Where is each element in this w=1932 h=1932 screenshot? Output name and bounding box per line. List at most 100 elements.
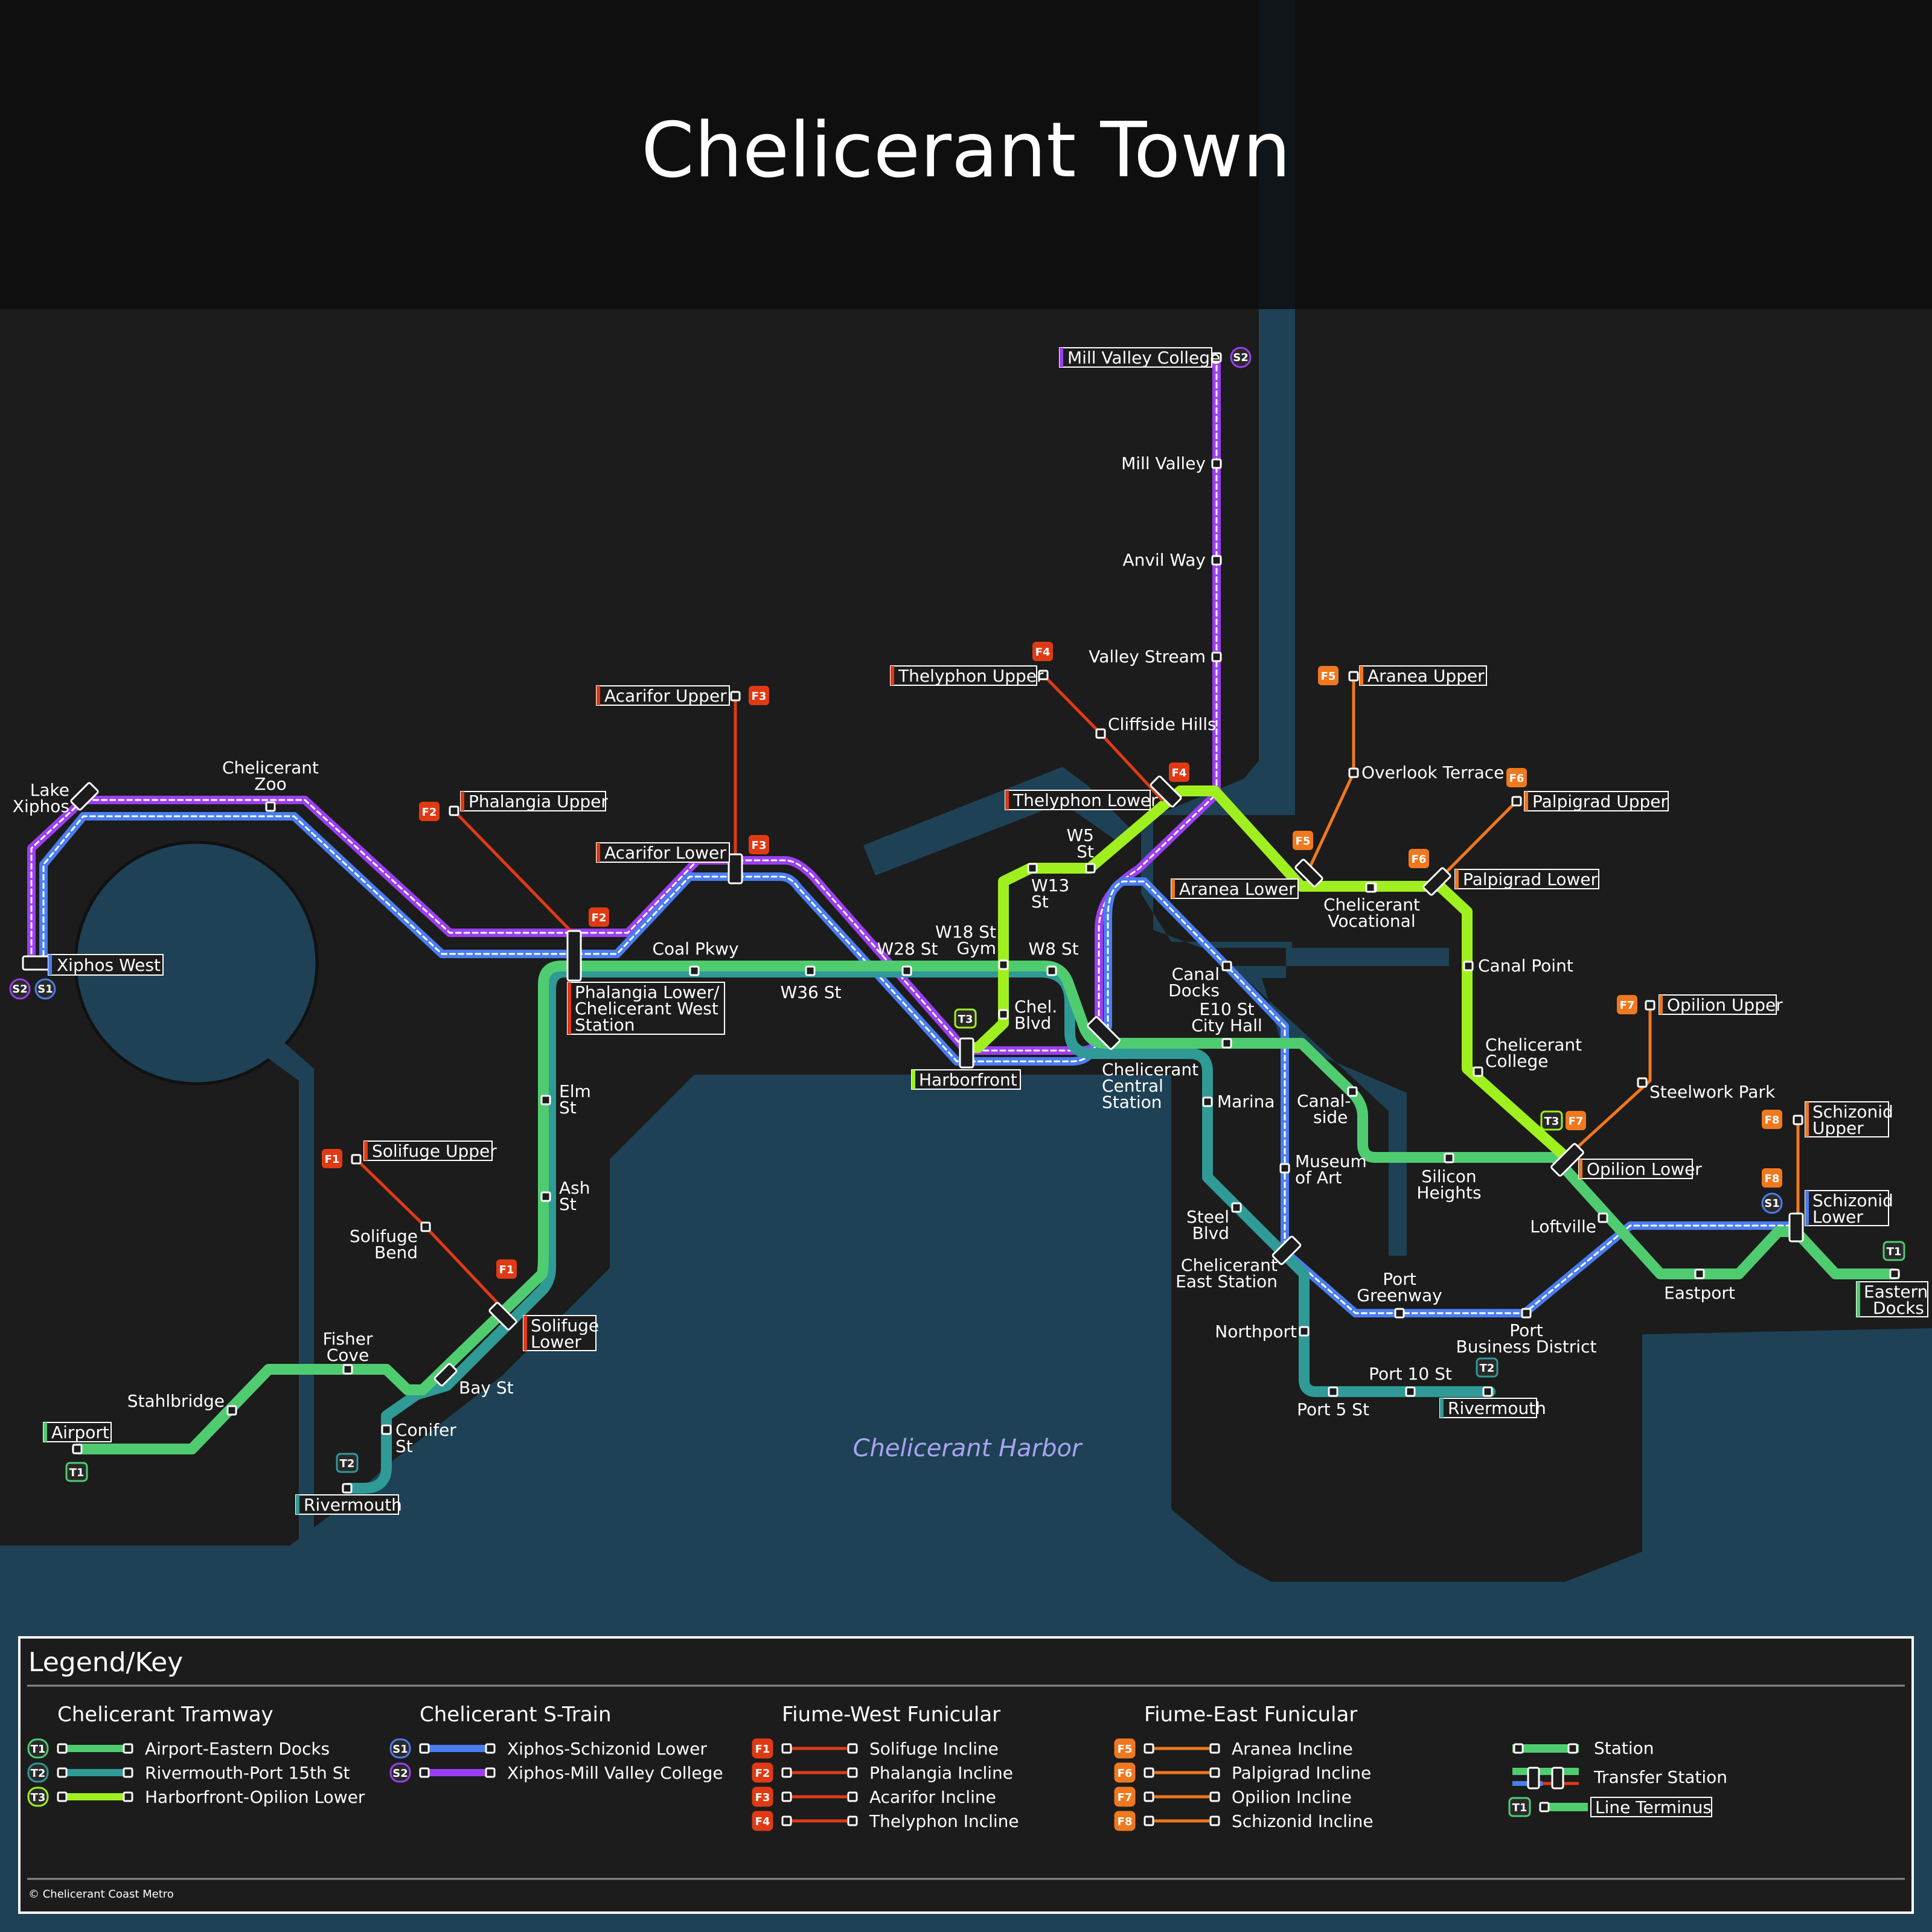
terminus-label[interactable]: Palpigrad Upper	[1524, 791, 1669, 811]
transfer-station-marker[interactable]	[566, 930, 582, 982]
station-marker[interactable]	[1694, 1268, 1705, 1279]
station-marker[interactable]	[420, 1221, 431, 1232]
station-label-canal-point[interactable]: Canal Point	[1478, 956, 1573, 976]
station-label-steelwork-park[interactable]: Steelwork Park	[1649, 1082, 1776, 1102]
transfer-station-marker[interactable]	[1422, 867, 1451, 896]
terminus-label[interactable]: Airport	[43, 1422, 112, 1442]
transfer-station-marker[interactable]	[1788, 1212, 1804, 1243]
station-label-aranea-upper[interactable]: Aranea Upper	[1367, 666, 1485, 686]
station-marker[interactable]	[1793, 1115, 1803, 1125]
station-marker[interactable]	[1085, 863, 1096, 874]
station-marker[interactable]	[1511, 796, 1522, 807]
station-marker[interactable]	[1211, 555, 1222, 566]
station-label-anvil-way[interactable]: Anvil Way	[1122, 550, 1206, 570]
transfer-station-marker[interactable]	[1294, 859, 1323, 888]
terminus-label[interactable]: Mill Valley College	[1059, 347, 1220, 368]
station-label-phalangia-upper[interactable]: Phalangia Upper	[469, 792, 608, 811]
station-marker[interactable]	[1645, 1000, 1655, 1011]
station-marker[interactable]	[265, 801, 276, 812]
transfer-station-marker[interactable]	[22, 955, 53, 971]
station-marker[interactable]	[1299, 1326, 1310, 1337]
terminus-label[interactable]: Acarifor Upper	[596, 685, 730, 706]
terminus-label[interactable]: Opilion Upper	[1659, 994, 1783, 1015]
station-marker[interactable]	[1221, 961, 1232, 971]
station-marker[interactable]	[1279, 1163, 1290, 1174]
station-label-w36-st[interactable]: W36 St	[781, 982, 842, 1002]
station-marker[interactable]	[540, 1095, 551, 1105]
station-marker[interactable]	[1211, 651, 1222, 662]
transfer-station-marker[interactable]	[70, 782, 99, 811]
station-marker[interactable]	[1221, 1038, 1232, 1049]
station-marker[interactable]	[1348, 671, 1359, 682]
station-label-coal-pkwy[interactable]: Coal Pkwy	[652, 939, 738, 959]
station-label-eastport[interactable]: Eastport	[1664, 1283, 1735, 1303]
station-label-acarifor-upper[interactable]: Acarifor Upper	[604, 686, 727, 706]
station-label-stahlbridge[interactable]: Stahlbridge	[127, 1391, 225, 1411]
station-marker[interactable]	[1482, 1386, 1493, 1397]
terminus-label[interactable]: Aranea Lower	[1171, 878, 1299, 899]
station-label-solifuge-upper[interactable]: Solifuge Upper	[372, 1141, 497, 1161]
station-label-mill-valley-college[interactable]: Mill Valley College	[1067, 348, 1220, 368]
station-marker[interactable]	[1473, 1066, 1483, 1077]
station-marker[interactable]	[998, 959, 1009, 970]
station-marker[interactable]	[1463, 961, 1474, 971]
station-marker[interactable]	[342, 1483, 353, 1494]
station-marker[interactable]	[1394, 1308, 1405, 1319]
station-marker[interactable]	[351, 1154, 362, 1165]
station-label-valley-stream[interactable]: Valley Stream	[1089, 647, 1206, 667]
terminus-label[interactable]: Thelyphon Upper	[890, 665, 1044, 686]
station-marker[interactable]	[226, 1405, 237, 1416]
terminus-label[interactable]: Acarifor Lower	[596, 842, 730, 863]
station-label-overlook-terrace[interactable]: Overlook Terrace	[1361, 763, 1504, 782]
station-marker[interactable]	[1202, 1096, 1213, 1107]
terminus-label[interactable]: Rivermouth	[295, 1494, 402, 1515]
transfer-station-marker[interactable]	[959, 1037, 974, 1069]
station-marker[interactable]	[689, 965, 700, 976]
station-marker[interactable]	[1231, 1202, 1242, 1213]
station-marker[interactable]	[805, 965, 816, 976]
station-marker[interactable]	[1328, 1386, 1339, 1397]
station-marker[interactable]	[1598, 1212, 1608, 1223]
station-marker[interactable]	[381, 1424, 392, 1435]
transfer-station-marker[interactable]	[488, 1302, 517, 1331]
station-label-aranea-lower[interactable]: Aranea Lower	[1179, 879, 1296, 899]
station-marker[interactable]	[1444, 1153, 1454, 1163]
station-label-bay-st[interactable]: Bay St	[459, 1378, 514, 1398]
station-label-port-10-st[interactable]: Port 10 St	[1369, 1364, 1452, 1384]
station-marker[interactable]	[1211, 458, 1222, 469]
station-label-opilion-lower[interactable]: Opilion Lower	[1587, 1159, 1702, 1179]
station-marker[interactable]	[342, 1364, 353, 1375]
transfer-station-marker[interactable]	[1150, 775, 1182, 808]
station-label-rivermouth[interactable]: Rivermouth	[304, 1495, 402, 1515]
terminus-label[interactable]: Thelyphon Lower	[1005, 790, 1158, 810]
station-label-cliffside-hills[interactable]: Cliffside Hills	[1108, 714, 1217, 734]
station-marker[interactable]	[1521, 1308, 1532, 1319]
station-label-thelyphon-upper[interactable]: Thelyphon Upper	[898, 666, 1044, 686]
station-marker[interactable]	[998, 1009, 1009, 1020]
transfer-station-marker[interactable]	[433, 1363, 458, 1387]
station-label-airport[interactable]: Airport	[51, 1422, 109, 1442]
station-label-w28-st[interactable]: W28 St	[877, 939, 938, 959]
station-marker[interactable]	[1405, 1386, 1416, 1397]
transfer-station-marker[interactable]	[1087, 1016, 1121, 1050]
station-marker[interactable]	[1365, 882, 1376, 893]
station-marker[interactable]	[72, 1444, 83, 1454]
station-marker[interactable]	[1348, 767, 1359, 778]
station-marker[interactable]	[1027, 863, 1038, 874]
station-label-palpigrad-upper[interactable]: Palpigrad Upper	[1532, 792, 1668, 811]
station-label-acarifor-lower[interactable]: Acarifor Lower	[604, 843, 726, 863]
terminus-label[interactable]: Phalangia Upper	[460, 791, 608, 811]
terminus-label[interactable]: Palpigrad Lower	[1454, 869, 1599, 889]
terminus-label[interactable]: Rivermouth	[1439, 1398, 1546, 1418]
station-label-rivermouth[interactable]: Rivermouth	[1448, 1398, 1546, 1418]
station-marker[interactable]	[1889, 1268, 1900, 1279]
station-label-port-5-st[interactable]: Port 5 St	[1297, 1399, 1369, 1419]
station-marker[interactable]	[901, 965, 912, 976]
station-marker[interactable]	[449, 805, 459, 816]
station-label-mill-valley[interactable]: Mill Valley	[1121, 453, 1206, 473]
station-label-xiphos-west[interactable]: Xiphos West	[57, 955, 161, 975]
